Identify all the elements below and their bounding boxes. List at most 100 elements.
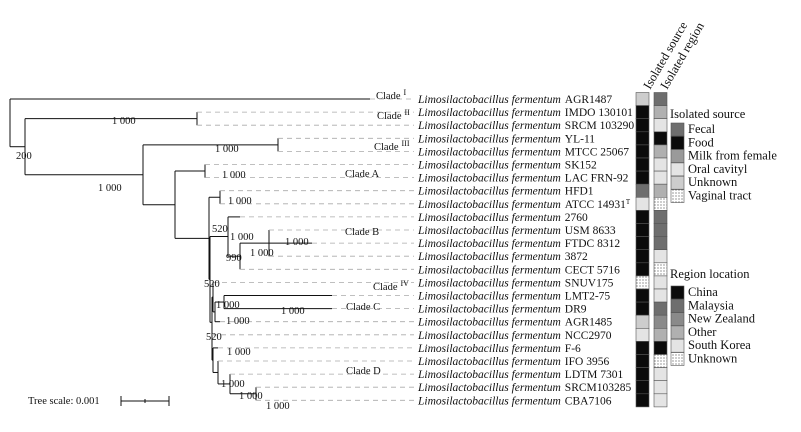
cell-source <box>635 327 650 342</box>
leaf-strain: MTCC 25067 <box>565 146 629 158</box>
bootstrap-c3: 1 000 <box>215 144 239 155</box>
legend-region-title: Region location <box>670 267 750 281</box>
leaf-strain: LMT2-75 <box>565 291 611 303</box>
leaf-genus: Limosilactobacillus fermentum <box>417 291 561 303</box>
bootstrap-n520a: 520 <box>212 224 228 235</box>
legend-label: Malaysia <box>688 298 734 312</box>
legend-label: Food <box>688 135 714 149</box>
cell-region <box>653 249 668 264</box>
leaf-genus: Limosilactobacillus fermentum <box>417 120 561 132</box>
leaf-strain: CECT 5716 <box>565 264 620 276</box>
bootstrap-dy: 1 000 <box>239 391 263 402</box>
legend-label: Unknown <box>688 352 738 366</box>
cell-source <box>635 367 650 382</box>
legend-swatch <box>670 298 685 313</box>
legend-swatch <box>670 175 685 190</box>
bootstrap-n990: 990 <box>226 253 242 264</box>
cell-region <box>653 314 668 329</box>
cell-region <box>653 236 668 251</box>
cell-source <box>635 144 650 159</box>
leaf-strain: LDTM 7301 <box>565 369 624 381</box>
cell-region <box>653 275 668 290</box>
annotation-columns <box>635 92 668 408</box>
leaf-genus: Limosilactobacillus fermentum <box>417 173 561 185</box>
leaf-strain: FTDC 8312 <box>565 238 621 250</box>
leaf-genus: Limosilactobacillus fermentum <box>417 238 561 250</box>
cell-region <box>653 197 668 211</box>
cell-source <box>635 210 650 224</box>
clade-numeral: II <box>405 108 411 117</box>
cell-source <box>635 393 650 408</box>
cell-source <box>635 223 650 237</box>
cell-region <box>653 144 668 159</box>
leaf-genus: Limosilactobacillus fermentum <box>417 343 561 355</box>
legend-swatch <box>670 338 685 353</box>
type-strain-mark: T <box>626 198 631 206</box>
leaf-label: Limosilactobacillus fermentum F-6 <box>417 343 581 355</box>
leaf-genus: Limosilactobacillus fermentum <box>417 186 561 198</box>
cell-source <box>635 380 650 395</box>
clade-label-A: Clade A <box>345 169 380 180</box>
cell-source <box>635 92 650 106</box>
leaf-strain: DR9 <box>565 304 587 316</box>
leaf-genus: Limosilactobacillus fermentum <box>417 212 561 224</box>
leaf-genus: Limosilactobacillus fermentum <box>417 160 561 172</box>
legend-label: Oral cavityl <box>688 162 748 176</box>
leaf-strain: 3872 <box>565 251 588 263</box>
leaf-strain: IMDO 130101 <box>565 107 633 119</box>
bootstrap-cladeCp: 1 000 <box>216 300 240 311</box>
bootstrap-cladeA: 1 000 <box>222 170 246 181</box>
leaf-genus: Limosilactobacillus fermentum <box>417 133 561 145</box>
cell-source <box>635 301 650 316</box>
cell-region <box>653 210 668 224</box>
leaf-strain: NCC2970 <box>565 330 612 342</box>
leaf-genus: Limosilactobacillus fermentum <box>417 317 561 329</box>
leaf-label: Limosilactobacillus fermentum SRCM 103290 <box>417 120 634 132</box>
leaf-genus: Limosilactobacillus fermentum <box>417 356 561 368</box>
legend-swatch <box>670 312 685 326</box>
cell-source <box>635 236 650 251</box>
bootstrap-cladeCm: 1 000 <box>281 306 305 317</box>
bootstrap-n2760: 1 000 <box>230 232 254 243</box>
cell-region <box>653 118 668 133</box>
leaf-genus: Limosilactobacillus fermentum <box>417 330 561 342</box>
leaf-genus: Limosilactobacillus fermentum <box>417 146 561 158</box>
clade-name: Clade <box>373 282 398 293</box>
cell-source <box>635 354 650 368</box>
legend-label: South Korea <box>688 338 751 352</box>
legend-label: New Zealand <box>688 312 756 326</box>
bootstrap-dz: 1 000 <box>266 401 290 412</box>
cell-source <box>635 197 650 211</box>
clade-numeral: IV <box>401 279 410 288</box>
bootstrap-hfd: 1 000 <box>228 196 252 207</box>
leaf-strain: SNUV175 <box>565 277 614 289</box>
leaf-label: Limosilactobacillus fermentum NCC2970 <box>417 330 612 342</box>
bootstrap-n520b: 520 <box>204 279 220 290</box>
leaf-strain: SRCM 103290 <box>565 120 635 132</box>
leaf-label: Limosilactobacillus fermentum MTCC 25067 <box>417 146 629 158</box>
legend-swatch <box>670 122 685 137</box>
clade-numeral: I <box>404 88 407 97</box>
leaf-label: Limosilactobacillus fermentum IMDO 130101 <box>417 107 633 119</box>
leaf-strain: F-6 <box>565 343 581 355</box>
legend-source-title: Isolated source <box>670 107 746 121</box>
clade-label-C: Clade C <box>346 302 380 313</box>
legend-label: Vaginal tract <box>688 189 752 203</box>
leaf-genus: Limosilactobacillus fermentum <box>417 304 561 316</box>
leaf-strain: USM 8633 <box>565 225 616 237</box>
cell-region <box>653 327 668 342</box>
leaf-genus: Limosilactobacillus fermentum <box>417 107 561 119</box>
leaf-genus: Limosilactobacillus fermentum <box>417 225 561 237</box>
